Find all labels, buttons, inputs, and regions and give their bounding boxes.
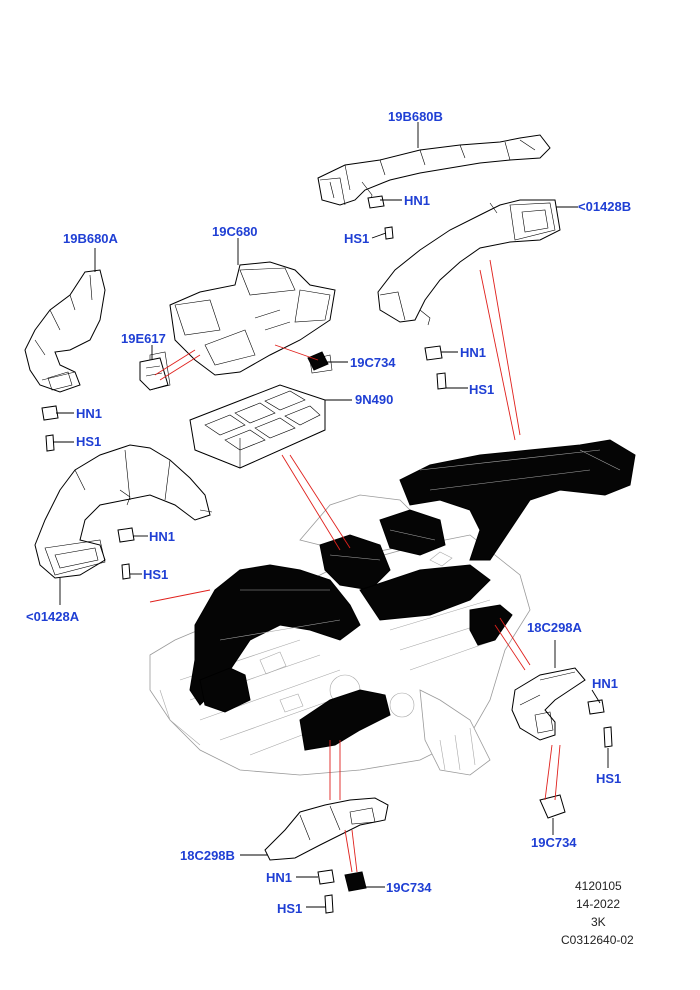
label-hn1-right-upper: HN1 <box>460 345 486 360</box>
red-reference-lines <box>149 259 561 873</box>
label-hs1-right-lower: HS1 <box>596 771 621 786</box>
label-hn1-left-upper: HN1 <box>76 406 102 421</box>
label-18c298a: 18C298A <box>527 620 583 635</box>
drawing-date: 14-2022 <box>576 897 620 911</box>
label-19b680a: 19B680A <box>63 231 119 246</box>
callout-labels: 19B680B HN1 HS1 <01428B 19C680 19B680A 1… <box>26 109 631 916</box>
label-19c734-upper: 19C734 <box>350 355 396 370</box>
label-hn1-top: HN1 <box>404 193 430 208</box>
duct-19b680a <box>24 269 106 393</box>
label-hs1-bottom: HS1 <box>277 901 302 916</box>
label-hs1-left-upper: HS1 <box>76 434 101 449</box>
drawing-revision: 3K <box>591 915 606 929</box>
label-18c298b: 18C298B <box>180 848 235 863</box>
label-hn1-bottom: HN1 <box>266 870 292 885</box>
label-9n490: 9N490 <box>355 392 393 407</box>
drawing-code: C0312640-02 <box>561 933 634 947</box>
filter-9n490 <box>189 384 326 469</box>
label-01428a: <01428A <box>26 609 80 624</box>
distribution-module-19c680 <box>149 261 336 391</box>
fasteners <box>41 195 613 914</box>
duct-19b680b <box>317 134 551 206</box>
drawing-number: 4120105 <box>575 879 622 893</box>
label-19b680b: 19B680B <box>388 109 443 124</box>
vent-01428b <box>377 199 561 326</box>
label-hn1-right-lower: HN1 <box>592 676 618 691</box>
vent-01428a <box>34 444 213 579</box>
label-hs1-left-lower: HS1 <box>143 567 168 582</box>
drawing-reference-block: 4120105 14-2022 3K C0312640-02 <box>561 879 634 947</box>
label-01428b: <01428B <box>578 199 631 214</box>
label-19c734-bottom: 19C734 <box>386 880 432 895</box>
label-hn1-left-lower: HN1 <box>149 529 175 544</box>
label-19e617: 19E617 <box>121 331 166 346</box>
label-19c734-right: 19C734 <box>531 835 577 850</box>
label-leaders <box>53 122 609 908</box>
duct-18c298a <box>511 667 586 741</box>
label-hs1-top: HS1 <box>344 231 369 246</box>
highlighted-duct-assembly <box>189 439 636 751</box>
label-hs1-right-upper: HS1 <box>469 382 494 397</box>
label-19c680: 19C680 <box>212 224 258 239</box>
duct-18c298b <box>264 797 389 861</box>
